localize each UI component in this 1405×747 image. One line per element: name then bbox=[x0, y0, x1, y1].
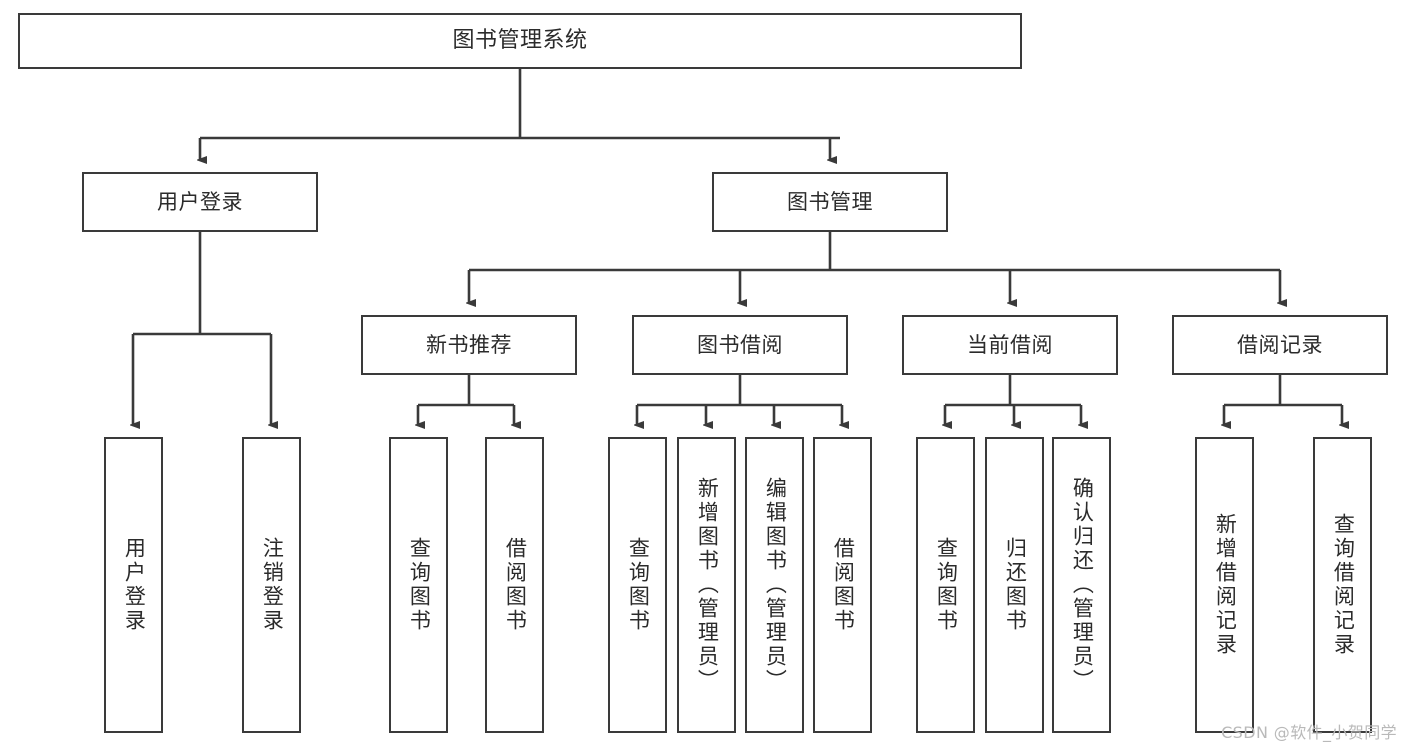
node-root[interactable]: 图书管理系统 bbox=[18, 13, 1022, 69]
leaf-borrow-book-label: 借阅图书 bbox=[831, 537, 856, 633]
leaf-add-book-admin[interactable]: 新增图书（管理员） bbox=[677, 437, 736, 733]
leaf-query-book-label: 查询图书 bbox=[626, 537, 651, 633]
leaf-query-book-new-label: 查询图书 bbox=[407, 537, 432, 633]
watermark: CSDN @软件_小贺同学 bbox=[1221, 723, 1397, 742]
leaf-logout[interactable]: 注销登录 bbox=[242, 437, 301, 733]
leaf-logout-label: 注销登录 bbox=[260, 537, 285, 633]
node-root-label: 图书管理系统 bbox=[452, 28, 588, 54]
leaf-query-book-current-label: 查询图书 bbox=[934, 537, 959, 633]
leaf-query-book[interactable]: 查询图书 bbox=[608, 437, 667, 733]
leaf-borrow-book[interactable]: 借阅图书 bbox=[813, 437, 872, 733]
leaf-confirm-return-admin-label: 确认归还（管理员） bbox=[1070, 477, 1095, 693]
leaf-return-book[interactable]: 归还图书 bbox=[985, 437, 1044, 733]
node-new-book-recommend[interactable]: 新书推荐 bbox=[361, 315, 577, 375]
leaf-query-borrow-record-label: 查询借阅记录 bbox=[1331, 513, 1356, 657]
leaf-query-borrow-record[interactable]: 查询借阅记录 bbox=[1313, 437, 1372, 733]
leaf-confirm-return-admin[interactable]: 确认归还（管理员） bbox=[1052, 437, 1111, 733]
leaf-return-book-label: 归还图书 bbox=[1003, 537, 1028, 633]
leaf-user-login-label: 用户登录 bbox=[122, 537, 147, 633]
leaf-add-book-admin-label: 新增图书（管理员） bbox=[695, 477, 720, 693]
node-book-management-label: 图书管理 bbox=[787, 189, 873, 214]
node-book-borrow[interactable]: 图书借阅 bbox=[632, 315, 848, 375]
node-book-management[interactable]: 图书管理 bbox=[712, 172, 948, 232]
node-borrow-record[interactable]: 借阅记录 bbox=[1172, 315, 1388, 375]
leaf-add-borrow-record-label: 新增借阅记录 bbox=[1213, 513, 1238, 657]
node-book-borrow-label: 图书借阅 bbox=[697, 332, 783, 357]
leaf-edit-book-admin[interactable]: 编辑图书（管理员） bbox=[745, 437, 804, 733]
node-user-login[interactable]: 用户登录 bbox=[82, 172, 318, 232]
leaf-add-borrow-record[interactable]: 新增借阅记录 bbox=[1195, 437, 1254, 733]
leaf-edit-book-admin-label: 编辑图书（管理员） bbox=[763, 477, 788, 693]
leaf-query-book-new[interactable]: 查询图书 bbox=[389, 437, 448, 733]
node-borrow-record-label: 借阅记录 bbox=[1237, 332, 1323, 357]
node-new-book-recommend-label: 新书推荐 bbox=[426, 332, 512, 357]
node-current-borrow[interactable]: 当前借阅 bbox=[902, 315, 1118, 375]
leaf-borrow-book-new-label: 借阅图书 bbox=[503, 537, 528, 633]
node-user-login-label: 用户登录 bbox=[157, 189, 243, 214]
node-current-borrow-label: 当前借阅 bbox=[967, 332, 1053, 357]
leaf-user-login[interactable]: 用户登录 bbox=[104, 437, 163, 733]
leaf-query-book-current[interactable]: 查询图书 bbox=[916, 437, 975, 733]
leaf-borrow-book-new[interactable]: 借阅图书 bbox=[485, 437, 544, 733]
